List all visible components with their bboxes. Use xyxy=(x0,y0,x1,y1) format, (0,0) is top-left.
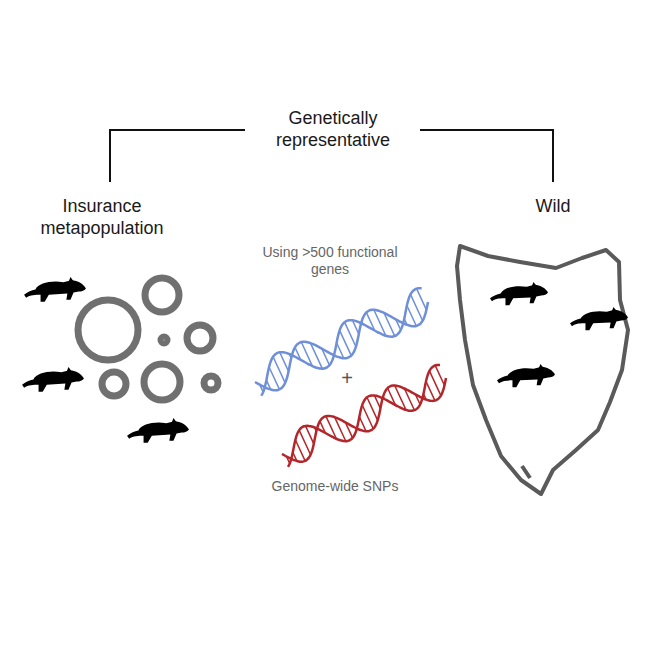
bracket-right xyxy=(420,130,553,182)
dna-rung xyxy=(295,440,305,461)
circle xyxy=(161,337,167,343)
dna-rung xyxy=(269,367,279,389)
dna-rung xyxy=(435,365,444,385)
devil xyxy=(490,282,548,305)
circle xyxy=(102,372,126,396)
dna-rung xyxy=(280,352,289,371)
circle xyxy=(145,278,179,312)
devil xyxy=(24,277,86,302)
dna-strand xyxy=(282,378,446,462)
bracket-left xyxy=(110,130,245,182)
heading-label: Genetically representative xyxy=(248,108,418,151)
devil xyxy=(570,307,628,330)
devil xyxy=(127,418,189,443)
dna-strand xyxy=(288,365,440,467)
dna-helix xyxy=(255,288,428,396)
circle xyxy=(144,364,180,400)
method-label: Using >500 functional genes xyxy=(245,244,415,278)
dna-rung xyxy=(417,289,427,310)
metapopulation-circles xyxy=(78,278,218,400)
method-label: Genome-wide SNPs xyxy=(240,478,430,495)
island xyxy=(522,466,530,478)
dna-rung xyxy=(407,306,416,326)
dna-rung xyxy=(305,426,313,444)
group-label: Insurance metapopulation xyxy=(7,196,197,239)
circle xyxy=(187,325,213,351)
circle xyxy=(78,300,138,360)
devils xyxy=(22,277,628,443)
dna-rung xyxy=(426,381,435,400)
tasmania-outline xyxy=(457,246,628,494)
devil xyxy=(497,364,555,387)
dna-strand xyxy=(261,288,421,396)
devil xyxy=(22,367,84,392)
method-label: + xyxy=(332,366,362,390)
dna xyxy=(255,288,446,467)
dna-helix xyxy=(282,365,446,467)
group-label: Wild xyxy=(513,196,593,218)
circle xyxy=(204,376,218,390)
dna-strand xyxy=(255,302,428,390)
